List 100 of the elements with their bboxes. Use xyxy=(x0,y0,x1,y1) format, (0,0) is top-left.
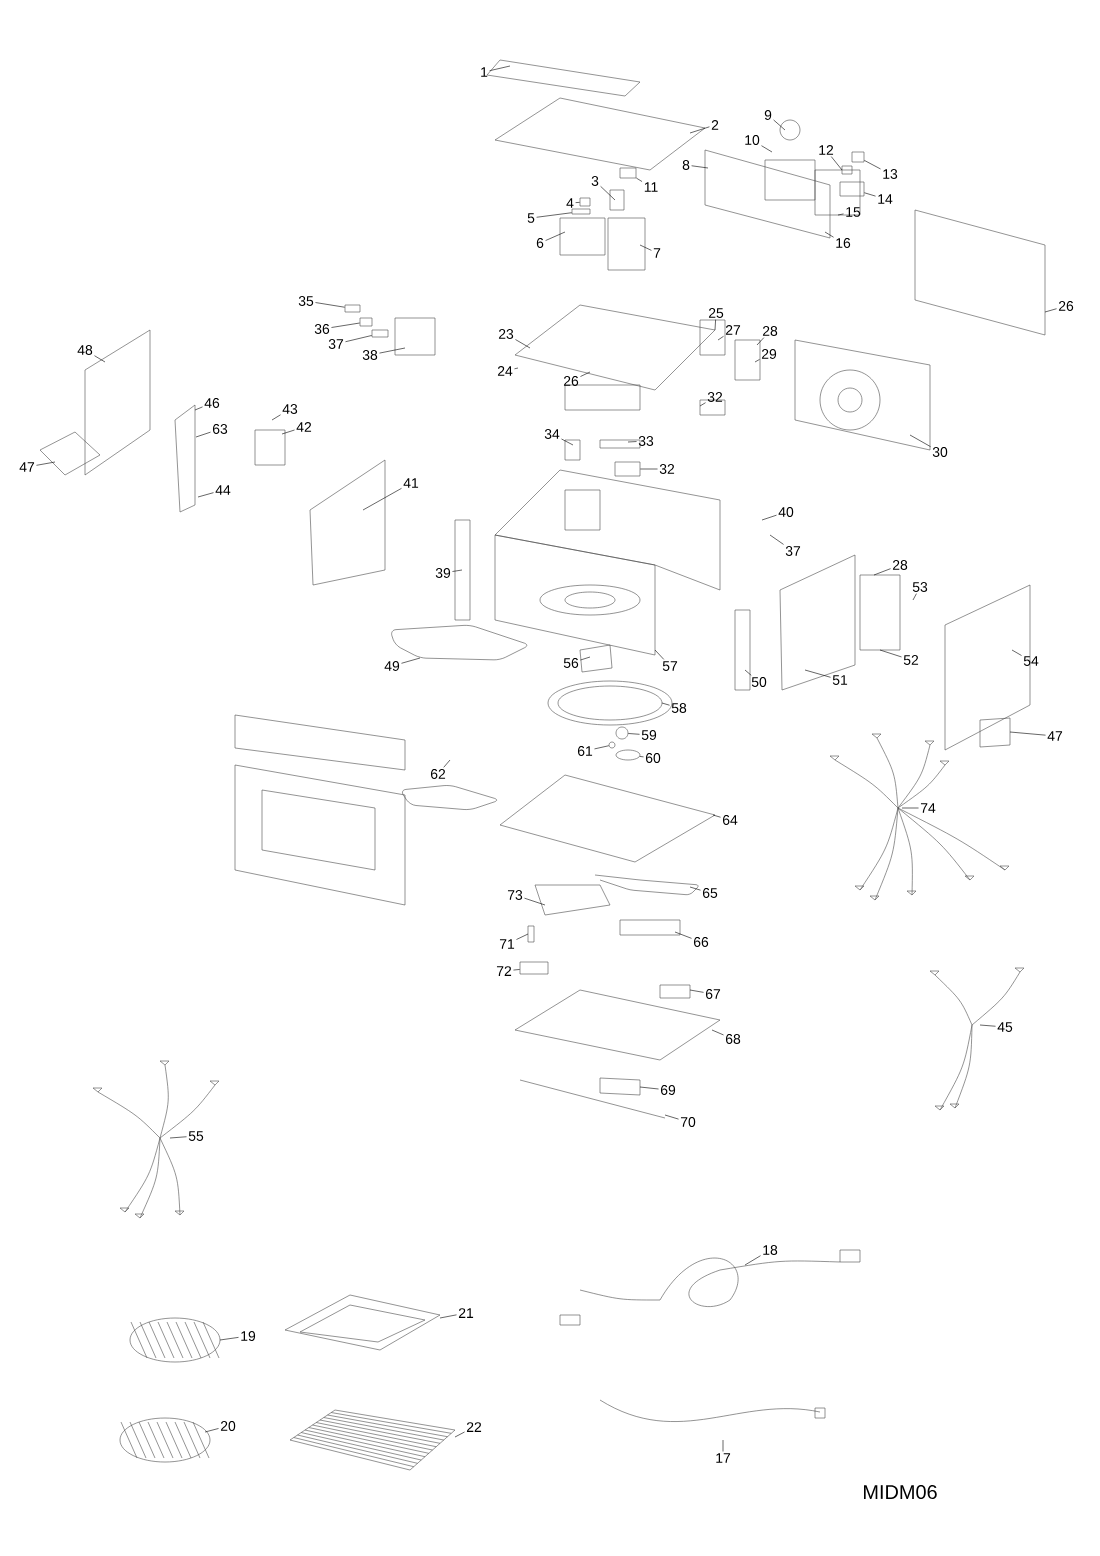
leader-line xyxy=(761,145,773,153)
leader-line xyxy=(575,202,580,203)
leader-line xyxy=(744,669,752,676)
leader-line xyxy=(711,1029,724,1036)
callout-number: 16 xyxy=(836,238,851,248)
callout-number: 26 xyxy=(1058,301,1074,311)
leader-line xyxy=(627,441,637,443)
leader-line xyxy=(600,186,616,201)
callout-number: 37 xyxy=(328,339,344,349)
leader-line xyxy=(580,371,591,377)
callout-number: 12 xyxy=(819,145,834,155)
leader-line xyxy=(873,568,891,576)
leader-line xyxy=(439,1314,457,1319)
leader-line xyxy=(901,807,919,809)
callout-number: 54 xyxy=(1023,656,1039,666)
leader-line xyxy=(744,1255,761,1266)
callout-number: 47 xyxy=(1047,731,1063,741)
leader-line xyxy=(769,534,784,545)
leader-line xyxy=(331,322,360,328)
leader-line xyxy=(636,177,643,182)
callout-number: 58 xyxy=(671,703,687,713)
callout-number: 56 xyxy=(563,658,579,668)
callout-number: 1 xyxy=(481,67,488,77)
leader-line xyxy=(837,213,844,216)
callout-number: 62 xyxy=(430,769,446,779)
leader-line xyxy=(561,438,574,446)
callout-number: 24 xyxy=(497,366,513,376)
part-drawing xyxy=(344,304,361,313)
callout-number: 45 xyxy=(997,1022,1013,1032)
callout-number: 28 xyxy=(892,560,908,570)
model-code: MIDM06 xyxy=(864,1484,937,1500)
callout-number: 6 xyxy=(536,238,544,248)
leader-line xyxy=(674,931,692,939)
callout-number: 72 xyxy=(496,966,512,976)
part-drawing xyxy=(608,741,616,749)
leader-line xyxy=(722,1439,724,1452)
leader-line xyxy=(524,897,546,906)
callout-number: 49 xyxy=(384,661,400,671)
leader-line xyxy=(204,1428,219,1433)
part-drawing xyxy=(519,961,549,975)
callout-number: 37 xyxy=(785,546,801,556)
leader-line xyxy=(195,431,211,438)
leader-line xyxy=(219,1337,239,1341)
callout-number: 64 xyxy=(722,815,738,825)
leader-line xyxy=(281,429,295,435)
part-drawing xyxy=(359,317,373,327)
part-drawing xyxy=(614,461,641,477)
leader-line xyxy=(699,402,706,407)
leader-line xyxy=(909,434,931,447)
callout-number: 7 xyxy=(653,248,661,258)
leader-line xyxy=(513,969,520,971)
callout-number: 35 xyxy=(298,296,314,306)
leader-line xyxy=(661,702,670,706)
callout-number: 10 xyxy=(745,135,760,145)
callout-number: 63 xyxy=(212,424,228,434)
callout-number: 71 xyxy=(499,939,515,949)
callout-number: 42 xyxy=(296,422,312,432)
leader-line xyxy=(654,649,665,660)
callout-number: 67 xyxy=(705,989,721,999)
leader-line xyxy=(689,989,704,993)
callout-number: 9 xyxy=(764,110,772,120)
callout-number: 61 xyxy=(577,746,593,756)
leader-line xyxy=(194,406,203,411)
callout-number: 40 xyxy=(778,507,794,517)
leader-line xyxy=(94,355,106,363)
part-drawing xyxy=(839,181,865,197)
callout-number: 51 xyxy=(832,675,848,685)
callout-number: 4 xyxy=(566,198,574,208)
callout-number: 46 xyxy=(204,398,220,408)
leader-line xyxy=(594,745,610,750)
leader-line xyxy=(169,1136,187,1139)
callout-number: 5 xyxy=(527,213,535,223)
part-drawing xyxy=(615,726,629,740)
leader-line xyxy=(756,337,765,346)
leader-line xyxy=(628,733,640,735)
leader-line xyxy=(639,756,644,758)
callout-number: 30 xyxy=(932,447,948,457)
callout-number: 69 xyxy=(660,1085,676,1095)
leader-line xyxy=(761,514,777,521)
callout-number: 20 xyxy=(220,1421,236,1431)
callout-number: 14 xyxy=(878,194,893,204)
leader-line xyxy=(712,814,721,818)
callout-number: 48 xyxy=(77,345,93,355)
leader-line xyxy=(454,1431,465,1438)
leader-line xyxy=(443,759,451,768)
leader-line xyxy=(864,160,881,170)
part-drawing xyxy=(371,329,389,338)
callout-number: 23 xyxy=(498,329,514,339)
callout-number: 68 xyxy=(725,1034,741,1044)
callout-number: 3 xyxy=(591,176,599,186)
part-drawing xyxy=(571,208,591,215)
callout-number: 19 xyxy=(241,1331,256,1341)
callout-number: 15 xyxy=(846,207,861,217)
callout-number: 18 xyxy=(763,1245,778,1255)
leader-line xyxy=(639,1086,659,1090)
leader-line xyxy=(824,231,834,238)
part-drawing xyxy=(579,197,591,207)
leader-line xyxy=(689,126,710,134)
leader-line xyxy=(714,319,716,331)
callout-number: 11 xyxy=(644,182,658,192)
